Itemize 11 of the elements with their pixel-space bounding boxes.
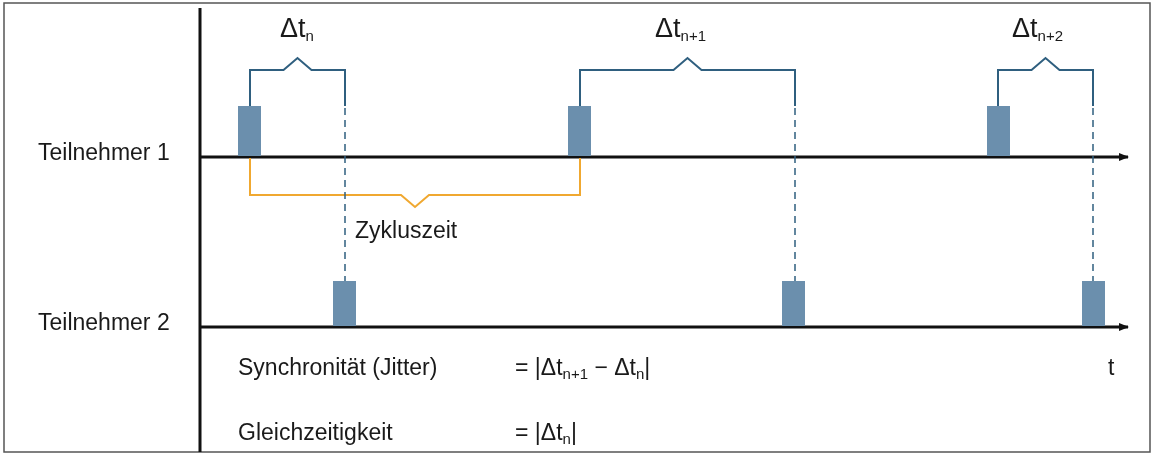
axis-label: t xyxy=(1108,355,1115,381)
interval-label: Δt$_{n+1}$ xyxy=(655,14,706,45)
cycle-time-label: Zykluszeit xyxy=(355,218,458,244)
row-label: Teilnehmer 1 xyxy=(38,140,170,166)
formula-name: Gleichzeitigkeit xyxy=(238,420,393,446)
formula-name: Synchronität (Jitter) xyxy=(238,355,438,381)
row-label: Teilnehmer 2 xyxy=(38,310,170,336)
interval-label: Δt$_{n+2}$ xyxy=(1012,14,1063,45)
interval-label: Δt$_{n}$ xyxy=(280,14,314,45)
formula: = |Δt$_{n}$| xyxy=(515,420,577,448)
formula: = |Δt$_{n+1}$ − Δt$_{n}$| xyxy=(515,355,651,383)
